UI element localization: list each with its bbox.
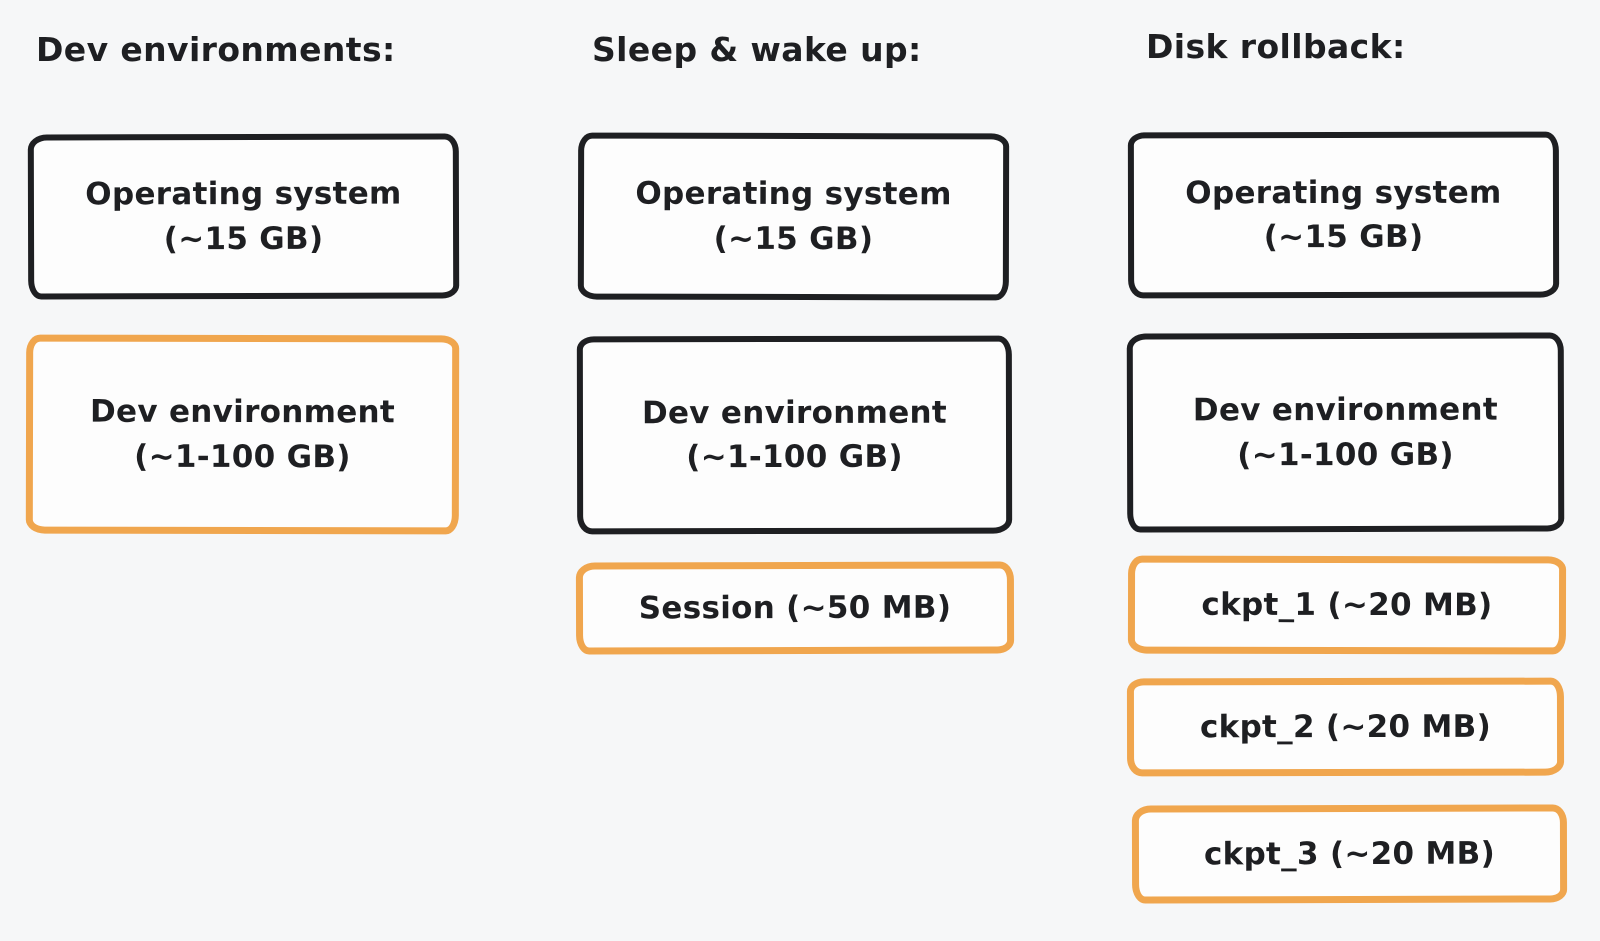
box-label-line: ckpt_1 (~20 MB) xyxy=(1201,586,1493,624)
column-title-disk-rollback: Disk rollback: xyxy=(1146,27,1406,66)
box-label-line: Session (~50 MB) xyxy=(638,589,952,627)
box-label-line: Operating system xyxy=(635,176,952,213)
box-ckpt-3: ckpt_3 (~20 MB) xyxy=(1131,804,1568,904)
box-label-line: Dev environment xyxy=(89,394,396,431)
box-label-line: (~15 GB) xyxy=(1263,218,1424,256)
box-operating-system: Operating system (~15 GB) xyxy=(27,133,460,300)
box-dev-environment: Dev environment (~1-100 GB) xyxy=(1126,332,1565,533)
column-title-dev-environments: Dev environments: xyxy=(36,30,396,69)
box-label-line: Operating system xyxy=(85,176,402,213)
box-label-line: Dev environment xyxy=(1192,392,1499,429)
box-label-line: (~1-100 GB) xyxy=(1237,436,1454,473)
box-label-line: (~1-100 GB) xyxy=(686,438,903,476)
box-ckpt-1: ckpt_1 (~20 MB) xyxy=(1127,555,1567,655)
box-dev-environment: Dev environment (~1-100 GB) xyxy=(25,334,460,535)
box-ckpt-2: ckpt_2 (~20 MB) xyxy=(1126,677,1565,777)
box-label-line: (~15 GB) xyxy=(713,220,874,257)
box-label-line: Operating system xyxy=(1185,174,1502,212)
box-label-line: (~1-100 GB) xyxy=(134,438,351,475)
box-label-line: (~15 GB) xyxy=(163,220,324,257)
box-dev-environment: Dev environment (~1-100 GB) xyxy=(576,335,1013,535)
column-title-sleep-wake-up: Sleep & wake up: xyxy=(592,30,922,69)
box-label-line: Dev environment xyxy=(641,394,948,432)
box-operating-system: Operating system (~15 GB) xyxy=(577,132,1010,301)
box-label-line: ckpt_2 (~20 MB) xyxy=(1199,708,1492,746)
box-operating-system: Operating system (~15 GB) xyxy=(1127,131,1560,299)
box-label-line: ckpt_3 (~20 MB) xyxy=(1203,835,1496,873)
box-session: Session (~50 MB) xyxy=(575,561,1015,655)
